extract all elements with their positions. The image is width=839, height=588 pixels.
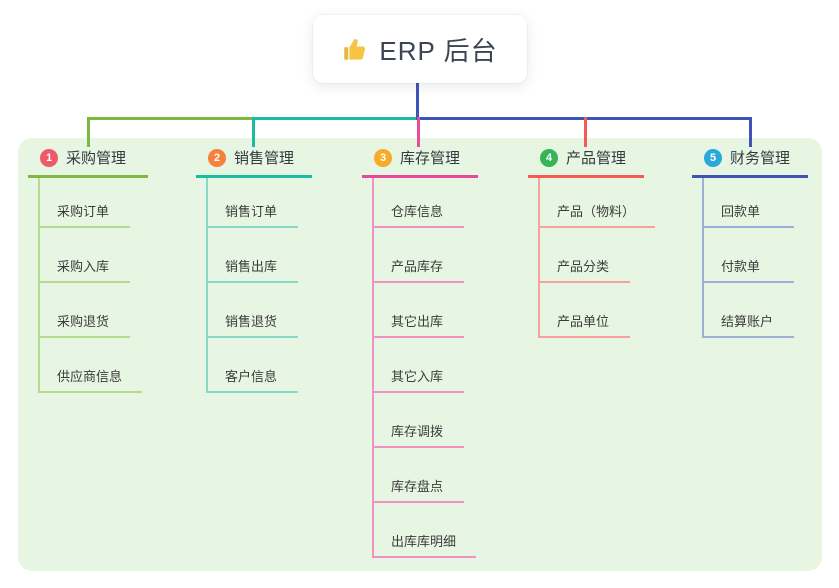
branch-3: 3 库存管理仓库信息产品库存其它出库其它入库库存调拨库存盘点出库库明细 [362,138,478,558]
child-node[interactable]: 销售订单 [208,178,298,228]
child-node[interactable]: 结算账户 [704,283,794,338]
root-node[interactable]: ERP 后台 [313,15,527,83]
branch-title-label: 财务管理 [730,150,791,167]
branch-title-1[interactable]: 1 采购管理 [28,138,148,178]
branch-drop-connector-1 [87,117,90,147]
branch-5: 5 财务管理回款单付款单结算账户 [692,138,808,338]
child-node[interactable]: 客户信息 [208,338,298,393]
branch-1: 1 采购管理采购订单采购入库采购退货供应商信息 [28,138,148,393]
child-node[interactable]: 销售出库 [208,228,298,283]
branch-2: 2 销售管理销售订单销售出库销售退货客户信息 [196,138,312,393]
branch-number-badge: 5 [704,148,722,167]
branch-number-badge: 1 [40,148,58,167]
branch-title-5[interactable]: 5 财务管理 [692,138,808,178]
branch-number-badge: 4 [540,148,558,167]
child-node[interactable]: 产品（物料） [540,178,656,228]
child-node[interactable]: 回款单 [704,178,794,228]
child-node[interactable]: 仓库信息 [374,178,464,228]
branch-title-2[interactable]: 2 销售管理 [196,138,312,178]
branch-title-3[interactable]: 3 库存管理 [362,138,478,178]
child-node[interactable]: 采购退货 [40,283,130,338]
child-node[interactable]: 付款单 [704,228,794,283]
child-node[interactable]: 出库库明细 [374,503,477,558]
branch-children-4: 产品（物料）产品分类产品单位 [538,178,656,338]
branch-children-5: 回款单付款单结算账户 [702,178,794,338]
child-node[interactable]: 其它入库 [374,338,464,393]
branch-title-label: 库存管理 [400,150,461,167]
branch-drop-connector-5 [749,117,752,147]
root-node-label: ERP 后台 [379,35,498,66]
child-node[interactable]: 产品分类 [540,228,630,283]
child-node[interactable]: 库存盘点 [374,448,464,503]
branch-drop-connector-3 [417,117,420,147]
child-node[interactable]: 产品库存 [374,228,464,283]
branch-drop-connector-4 [584,117,587,147]
child-node[interactable]: 产品单位 [540,283,630,338]
branch-number-badge: 3 [374,148,392,167]
branch-number-badge: 2 [208,148,226,167]
bus-connector-left [87,117,255,120]
branches-panel [18,138,822,571]
child-node[interactable]: 采购订单 [40,178,130,228]
child-node[interactable]: 供应商信息 [40,338,143,393]
branch-drop-connector-2 [252,117,255,147]
child-node[interactable]: 库存调拨 [374,393,464,448]
branch-title-label: 销售管理 [234,150,295,167]
branch-title-4[interactable]: 4 产品管理 [528,138,644,178]
branch-title-label: 产品管理 [566,150,627,167]
branch-children-3: 仓库信息产品库存其它出库其它入库库存调拨库存盘点出库库明细 [372,178,477,558]
child-node[interactable]: 其它出库 [374,283,464,338]
branch-4: 4 产品管理产品（物料）产品分类产品单位 [528,138,656,338]
branch-children-1: 采购订单采购入库采购退货供应商信息 [38,178,143,393]
thumbs-up-icon [342,36,369,63]
branch-title-label: 采购管理 [66,150,127,167]
child-node[interactable]: 销售退货 [208,283,298,338]
bus-connector-mid [253,117,418,120]
root-trunk-connector [416,83,419,119]
child-node[interactable]: 采购入库 [40,228,130,283]
branch-children-2: 销售订单销售出库销售退货客户信息 [206,178,298,393]
